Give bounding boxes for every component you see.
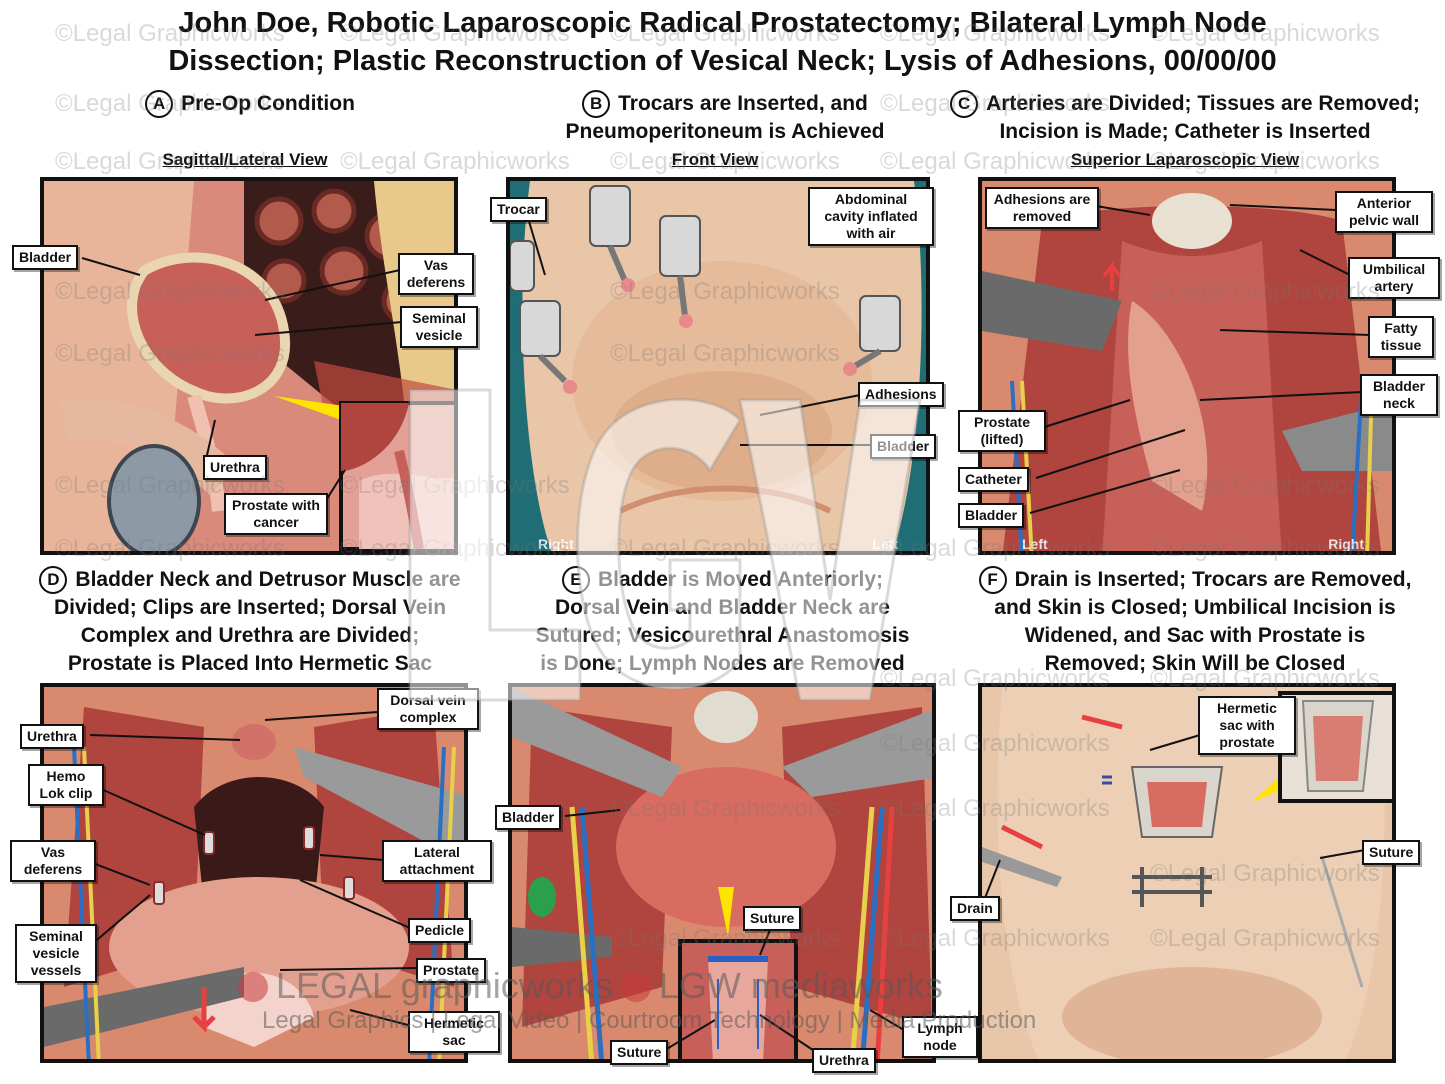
page-title-line-1: John Doe, Robotic Laparoscopic Radical P… xyxy=(178,7,1267,39)
label-d-hermetic-sac: Hermetic sac xyxy=(408,1011,500,1053)
panel-f-heading-line-1: Drain is Inserted; Trocars are Removed, xyxy=(1014,568,1412,591)
panel-b-heading-line-2: Pneumoperitoneum is Achieved xyxy=(565,120,885,143)
page-title-line-2: Dissection; Plastic Reconstruction of Ve… xyxy=(168,45,1277,77)
panel-d-heading-line-1: Bladder Neck and Detrusor Muscle are xyxy=(75,568,461,591)
panel-a-heading: A Pre-Op Condition xyxy=(60,90,440,118)
panel-c-illustration: Left Right xyxy=(978,177,1396,555)
label-b-bladder: Bladder xyxy=(870,434,937,459)
label-c-prostate-lifted: Prostate (lifted) xyxy=(958,410,1046,452)
label-d-seminal-vesicle-vessels: Seminal vesicle vessels xyxy=(15,924,97,983)
label-f-suture: Suture xyxy=(1362,840,1421,865)
label-a-seminal-vesicle: Seminal vesicle xyxy=(400,306,478,348)
panel-b-corner-right: Left xyxy=(872,536,898,552)
label-d-pedicle: Pedicle xyxy=(408,918,472,943)
panel-c-letter: C xyxy=(950,90,979,118)
panel-e-heading-line-3: Sutured; Vesicourethral Anastomosis xyxy=(535,624,910,647)
label-c-fatty-tissue: Fatty tissue xyxy=(1368,316,1434,358)
panel-f-illustration xyxy=(978,683,1396,1063)
panel-a-heading-line-1: Pre-Op Condition xyxy=(181,92,355,115)
label-d-hemo-lok-clip: Hemo Lok clip xyxy=(28,764,104,806)
panel-b-heading-line-1: Trocars are Inserted, and xyxy=(618,92,868,115)
panel-d-heading-line-4: Prostate is Placed Into Hermetic Sac xyxy=(67,652,433,675)
panel-b-letter: B xyxy=(582,90,611,118)
label-d-vas-deferens: Vas deferens xyxy=(10,840,96,882)
label-a-prostate: Prostate with cancer xyxy=(224,493,328,535)
label-e-bladder: Bladder xyxy=(495,805,562,830)
panel-c-corner-left: Left xyxy=(1022,536,1048,552)
label-c-anterior-pelvic-wall: Anterior pelvic wall xyxy=(1335,191,1433,233)
label-c-bladder-neck: Bladder neck xyxy=(1360,374,1438,416)
label-a-bladder: Bladder xyxy=(12,245,79,270)
panel-b-view-label: Front View xyxy=(671,150,759,169)
panel-d-heading-line-3: Complex and Urethra are Divided; xyxy=(80,624,420,647)
panel-e-heading-line-4: is Done; Lymph Nodes are Removed xyxy=(540,652,905,675)
panel-d-heading: D Bladder Neck and Detrusor Muscle are Di… xyxy=(15,566,485,678)
panel-e-heading: E Bladder is Moved Anteriorly; Dorsal Vei… xyxy=(495,566,950,678)
label-c-adhesions: Adhesions are removed xyxy=(985,187,1099,229)
panel-d-letter: D xyxy=(39,566,68,594)
panel-a-view-label: Sagittal/Lateral View xyxy=(162,150,328,169)
panel-a-inset-prostate xyxy=(339,401,454,551)
panel-f-letter: F xyxy=(978,566,1007,594)
label-a-urethra: Urethra xyxy=(203,455,267,480)
label-e-urethra: Urethra xyxy=(812,1048,876,1073)
label-f-drain: Drain xyxy=(950,896,1000,921)
panel-c-laparoscopic-drawing xyxy=(982,181,1392,551)
label-c-bladder: Bladder xyxy=(958,503,1025,528)
panel-e-inset-anastomosis xyxy=(678,939,798,1059)
panel-e-heading-line-2: Dorsal Vein and Bladder Neck are xyxy=(555,596,890,619)
panel-f-heading: F Drain is Inserted; Trocars are Removed,… xyxy=(950,566,1440,678)
panel-f-inset-sac xyxy=(1278,691,1392,803)
label-b-adhesions: Adhesions xyxy=(858,382,944,407)
label-e-suture-bottom: Suture xyxy=(610,1040,669,1065)
panel-a-letter: A xyxy=(145,90,174,118)
panel-e-heading-line-1: Bladder is Moved Anteriorly; xyxy=(597,568,884,591)
label-e-lymph-node: Lymph node xyxy=(902,1016,978,1058)
panel-e-illustration xyxy=(508,683,936,1063)
label-d-prostate: Prostate xyxy=(416,958,487,983)
panel-c-corner-right: Right xyxy=(1328,536,1364,552)
label-c-catheter: Catheter xyxy=(958,467,1029,492)
panel-c-heading-line-1: Arteries are Divided; Tissues are Remove… xyxy=(986,92,1420,115)
label-b-trocar: Trocar xyxy=(490,197,547,222)
label-a-vas-deferens: Vas deferens xyxy=(398,253,474,295)
label-c-umbilical-artery: Umbilical artery xyxy=(1348,257,1440,299)
label-b-abdominal-cavity: Abdominal cavity inflated with air xyxy=(808,187,934,246)
panel-f-heading-line-2: and Skin is Closed; Umbilical Incision i… xyxy=(994,596,1396,619)
panel-c-heading-line-2: Incision is Made; Catheter is Inserted xyxy=(999,120,1371,143)
panel-f-heading-line-3: Widened, and Sac with Prostate is xyxy=(1024,624,1366,647)
label-d-lateral-attachment: Lateral attachment xyxy=(382,840,492,882)
panel-c-view-label: Superior Laparoscopic View xyxy=(1070,150,1300,169)
panel-f-heading-line-4: Removed; Skin Will be Closed xyxy=(1044,652,1346,675)
panel-d-heading-line-2: Divided; Clips are Inserted; Dorsal Vein xyxy=(53,596,447,619)
label-d-dorsal-vein-complex: Dorsal vein complex xyxy=(377,688,479,730)
panel-e-letter: E xyxy=(561,566,590,594)
label-f-hermetic-sac: Hermetic sac with prostate xyxy=(1198,696,1296,755)
panel-b-corner-left: Right xyxy=(538,536,574,552)
panel-c-heading: C Arteries are Divided; Tissues are Remov… xyxy=(935,90,1435,146)
label-d-urethra: Urethra xyxy=(20,724,84,749)
label-e-suture-top: Suture xyxy=(743,906,802,931)
panel-b-heading: B Trocars are Inserted, and Pneumoperiton… xyxy=(515,90,935,146)
